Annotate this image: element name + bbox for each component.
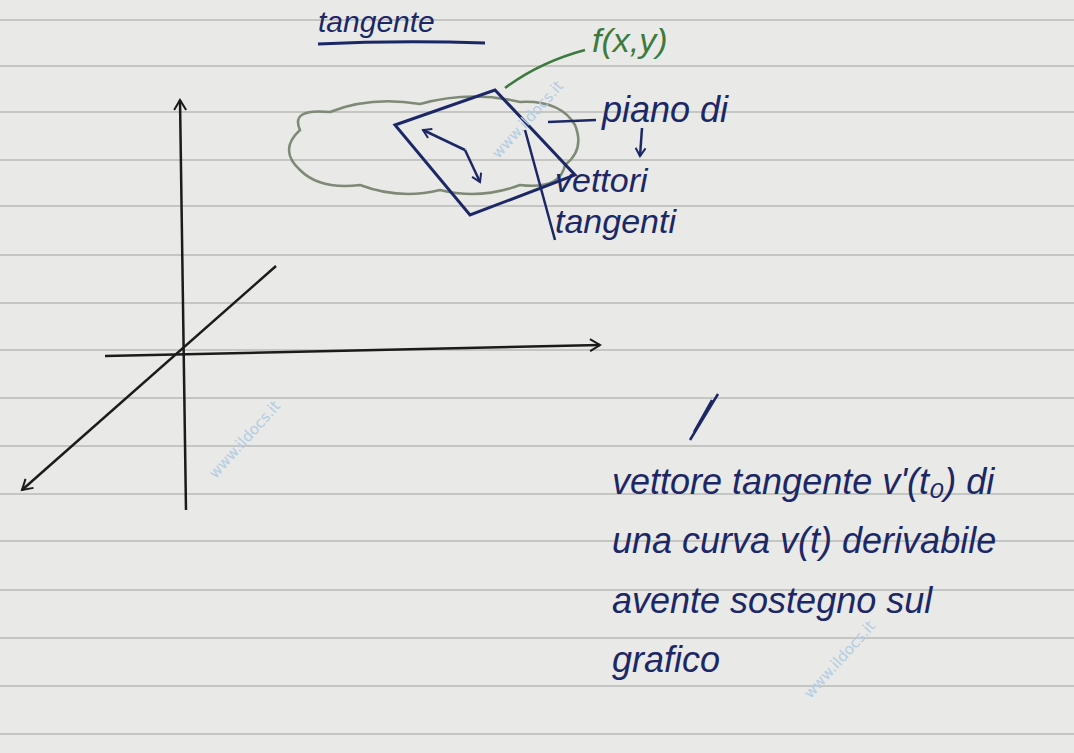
leader-arrow <box>640 128 642 156</box>
leader-line <box>690 394 718 440</box>
handwritten-title: tangente <box>318 4 435 40</box>
watermark: www.ildocs.it <box>800 617 879 702</box>
watermark: www.ildocs.it <box>488 77 567 162</box>
leader-line <box>505 50 585 88</box>
handwritten-note: piano di <box>602 88 728 131</box>
handwritten-note: vettore tangente v'(t₀) di una curva v(t… <box>612 452 1032 690</box>
function-label: f(x,y) <box>592 20 668 61</box>
tangent-vectors <box>423 130 480 182</box>
leader-line <box>525 130 555 240</box>
ruled-lines <box>0 20 1074 734</box>
axes <box>22 100 600 510</box>
leader-line <box>548 120 596 122</box>
watermark: www.ildocs.it <box>205 397 284 482</box>
handwritten-note: vettori tangenti <box>555 160 705 242</box>
title-underline <box>318 42 485 44</box>
